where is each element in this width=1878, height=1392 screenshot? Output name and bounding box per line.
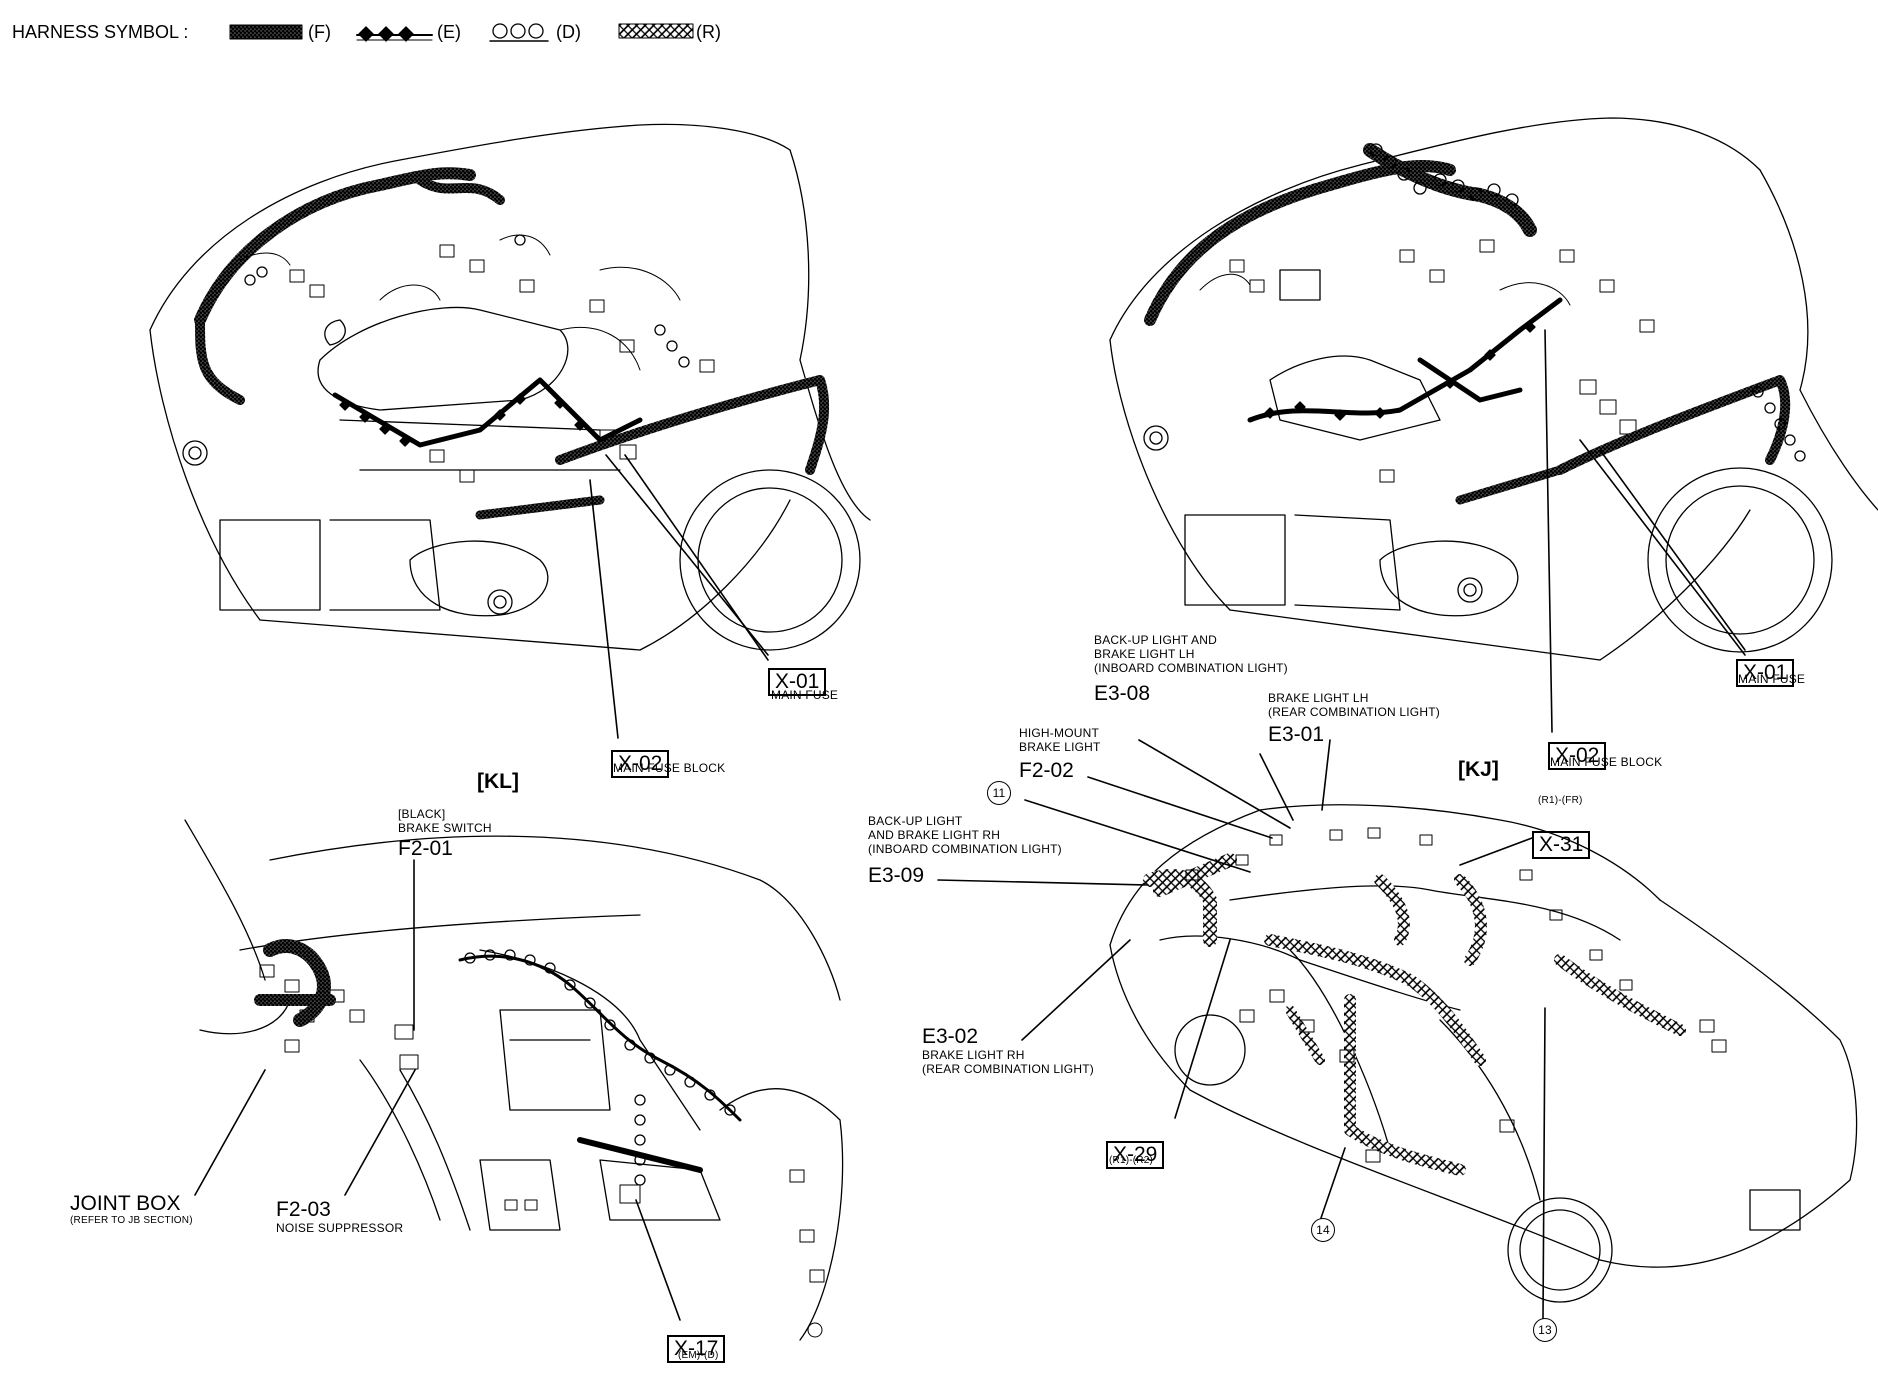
f203-code: F2-03: [276, 1198, 331, 1221]
x31-code: X-31: [1532, 831, 1591, 860]
e301-code: E3-01: [1268, 723, 1325, 746]
legend-code-d: (D): [556, 22, 581, 42]
kl-x02-desc: MAIN FUSE BLOCK: [613, 761, 726, 775]
kl-variant-label: [KL]: [477, 770, 519, 793]
x31-sub: (R1)-(FR): [1538, 795, 1583, 806]
rear-body-drawing: [937, 739, 1858, 1319]
x29-callout: X-29: [1106, 1123, 1165, 1170]
kj-x02-callout: X-02: [1548, 724, 1607, 771]
dashboard-drawing: [184, 819, 844, 1341]
legend-code-f: (F): [308, 22, 331, 42]
joint-box-desc: (REFER TO JB SECTION): [70, 1215, 193, 1226]
kj-x01-code: X-01: [1736, 659, 1795, 688]
e309-desc: BACK-UP LIGHT AND BRAKE LIGHT RH (INBOAR…: [868, 814, 1062, 856]
x31-callout: X-31: [1532, 813, 1591, 860]
legend-swatch-d: [489, 23, 549, 42]
kj-x01-desc: MAIN FUSE: [1738, 672, 1806, 686]
callout-11: 11: [987, 781, 1011, 805]
callout-13: 13: [1533, 1318, 1557, 1342]
legend-swatch-e: [356, 26, 433, 42]
x29-sub: (R1)-(R2): [1109, 1155, 1154, 1166]
f203-desc: NOISE SUPPRESSOR: [276, 1221, 404, 1235]
x17-sub: (EM)-(D): [678, 1350, 719, 1361]
e302-code: E3-02: [922, 1025, 979, 1048]
x17-code: X-17: [667, 1335, 726, 1364]
kj-x02-code: X-02: [1548, 742, 1607, 771]
legend-swatch-f: [229, 24, 303, 40]
joint-box-title: JOINT BOX: [70, 1192, 181, 1215]
x17-callout: X-17: [667, 1317, 726, 1364]
engine-bay-kj-drawing: [1109, 117, 1878, 733]
kl-x02-code: X-02: [611, 750, 670, 779]
legend-swatch-r: [618, 23, 694, 39]
f202-code: F2-02: [1019, 759, 1074, 782]
legend-title: HARNESS SYMBOL :: [12, 22, 189, 42]
callout-14: 14: [1311, 1218, 1335, 1242]
e308-desc: BACK-UP LIGHT AND BRAKE LIGHT LH (INBOAR…: [1094, 633, 1288, 675]
engine-bay-kl-drawing: [149, 123, 871, 739]
e301-desc: BRAKE LIGHT LH (REAR COMBINATION LIGHT): [1268, 691, 1440, 719]
f201-code: F2-01: [398, 837, 453, 860]
kj-x01-callout: X-01: [1736, 641, 1795, 688]
e308-code: E3-08: [1094, 682, 1151, 705]
f202-desc: HIGH-MOUNT BRAKE LIGHT: [1019, 726, 1101, 754]
kj-variant-label: [KJ]: [1458, 758, 1499, 781]
legend-swatches: [229, 23, 694, 42]
kl-x01-code: X-01: [768, 668, 827, 697]
legend-code-r: (R): [696, 22, 721, 42]
kl-x01-callout: X-01: [768, 650, 827, 697]
kl-x01-desc: MAIN FUSE: [771, 688, 839, 702]
kj-x02-desc: MAIN FUSE BLOCK: [1550, 755, 1663, 769]
e302-desc: BRAKE LIGHT RH (REAR COMBINATION LIGHT): [922, 1048, 1094, 1076]
x29-code: X-29: [1106, 1141, 1165, 1170]
kl-x02-callout: X-02: [611, 732, 670, 779]
f201-desc: [BLACK] BRAKE SWITCH: [398, 807, 492, 835]
e309-code: E3-09: [868, 864, 925, 887]
legend-code-e: (E): [437, 22, 461, 42]
